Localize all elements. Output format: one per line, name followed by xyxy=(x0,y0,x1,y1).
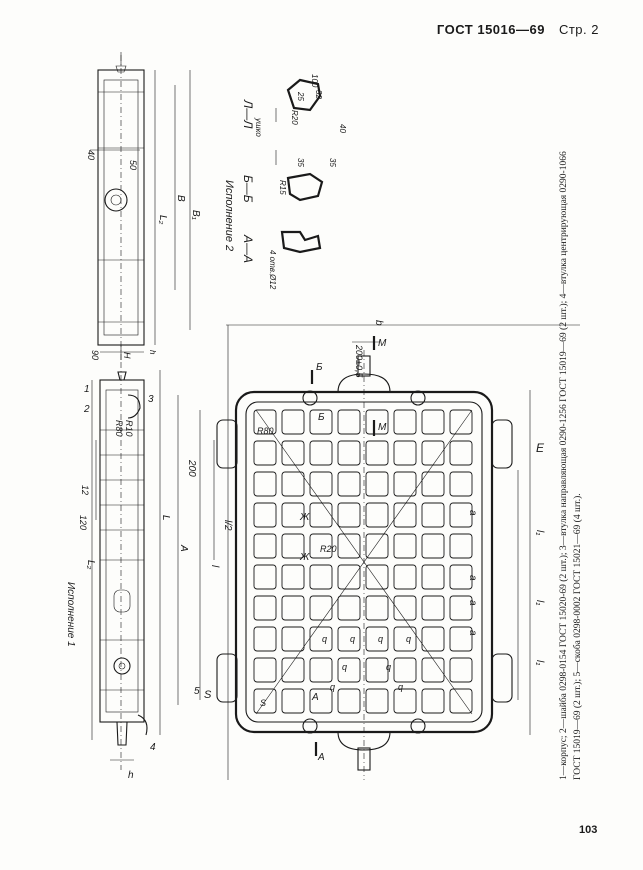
plan-dim-200: 200 xyxy=(186,459,197,477)
dim-b1-top: B₁ xyxy=(190,210,201,220)
part-number-1: 1 xyxy=(84,384,90,395)
standard-number: ГОСТ 15016—69 xyxy=(436,22,545,37)
hole-note: 4 отв.Ø12 xyxy=(268,250,277,290)
page-label: Стр. 2 xyxy=(558,22,599,37)
section-details: Исполнение 2 А—А Б—Б Л—Л ушко 4 отв.Ø12 … xyxy=(223,74,347,290)
dim-r10-left: R10 xyxy=(124,420,134,437)
dim-40-top: 40 xyxy=(86,150,96,160)
dim-40-sec: 40 xyxy=(338,124,347,133)
plan-s-marker: S xyxy=(204,689,212,701)
plan-dim-q-4: q xyxy=(406,634,411,644)
part-number-3: 3 xyxy=(148,394,154,405)
handle-right-bottom xyxy=(491,653,513,703)
top-pin xyxy=(117,371,127,381)
plan-dim-a-1: a xyxy=(467,510,478,516)
dim-a-left: A xyxy=(178,544,189,552)
side-view-inner xyxy=(103,79,139,336)
section-bb-profile xyxy=(286,172,324,202)
cell-grid xyxy=(253,409,473,714)
variant1-title: Исполнение 1 xyxy=(65,582,76,647)
caption-block: 1—корпус; 2—шайба 0298-0154 ГОСТ 15020-6… xyxy=(558,151,583,780)
plan-dim-q-6: q xyxy=(386,662,391,672)
dim-l-left: L xyxy=(160,515,171,521)
caption-line-1: 1—корпус; 2—шайба 0298-0154 ГОСТ 15020-6… xyxy=(558,151,569,780)
dim-90-left: 90 xyxy=(90,350,100,360)
section-ll-profile xyxy=(286,78,322,112)
plan-r80: R80 xyxy=(257,426,274,436)
marker-a-bottom: А xyxy=(317,752,325,763)
plan-dim-a-3: a xyxy=(467,600,478,606)
plan-dim-l: l xyxy=(209,565,220,568)
marker-m-upper: М xyxy=(378,422,387,433)
dim-100-sec: 100 xyxy=(310,74,319,88)
dim-h-top: H xyxy=(122,352,132,359)
marker-m-top: М xyxy=(378,338,387,349)
plan-s1: S xyxy=(260,698,266,708)
washer-profile xyxy=(127,394,141,419)
dim-12-left: 12 xyxy=(80,485,90,495)
marker-zh-2: Ж xyxy=(299,552,310,563)
eye-note: ушко xyxy=(254,117,263,137)
dim-b-top: B xyxy=(175,195,186,202)
part-number-4: 4 xyxy=(150,742,156,753)
dim-r80-left: R80 xyxy=(114,420,124,437)
dim-120-left: 120 xyxy=(78,515,88,530)
plan-dim-q-1: q xyxy=(322,634,327,644)
marker-b-inner: Б xyxy=(318,412,325,423)
plan-dim-l1-c: l₁ xyxy=(534,660,545,665)
handle-left-top xyxy=(216,419,238,469)
part-number-2: 2 xyxy=(83,404,90,415)
plan-r20: R20 xyxy=(320,544,337,554)
marker-zh-1: Ж xyxy=(299,512,310,523)
bushing-circle xyxy=(104,188,128,212)
plan-dim-q-2: q xyxy=(350,634,355,644)
caption-line-2: ГОСТ 15019—69 (2 шт.); 5—скоба 0298-0002… xyxy=(572,493,583,780)
handle-left-bottom xyxy=(216,653,238,703)
dim-r15-sec: R15 xyxy=(278,180,287,195)
dim-50-top: 50 xyxy=(128,160,138,170)
section-aa-label: А—А xyxy=(241,234,255,263)
plan-dim-l1-a: l₁ xyxy=(534,530,545,535)
plan-view: Б М М Ж Ж А А Б Е R80 R20 S S 200 l xyxy=(186,320,580,780)
plan-dim-b-upper: b xyxy=(373,320,384,326)
dim-35-sec: 35 xyxy=(296,158,305,167)
plan-dim-q-7: q xyxy=(330,682,335,692)
marker-b-top: Б xyxy=(316,362,323,373)
page-number: 103 xyxy=(579,824,598,836)
plan-dim-a-2: a xyxy=(467,575,478,581)
variant2-title: Исполнение 2 xyxy=(223,180,235,251)
boss-top xyxy=(337,373,391,393)
plan-dim-q-5: q xyxy=(342,662,347,672)
plan-dim-q-8: q xyxy=(398,682,403,692)
dim-35-sec-b: 35 xyxy=(328,158,337,167)
side-view-left: L₂ L A 120 12 90 R80 R10 Исполнение 1 1 … xyxy=(65,350,200,781)
marker-e: Е xyxy=(536,441,545,455)
side-view-top: L₂ B B₁ 40 50 H h xyxy=(86,52,201,360)
plan-dim-q-3: q xyxy=(378,634,383,644)
plan-dim-l-half: l/2 xyxy=(222,520,233,531)
plan-dim-200-05: 200±0,5 xyxy=(354,344,364,378)
bottom-pin xyxy=(116,721,128,746)
section-aa-profile xyxy=(280,230,322,254)
handle-right-top xyxy=(491,419,513,469)
dim-h-small: h xyxy=(148,350,157,355)
part-number-5: 5 xyxy=(194,686,200,697)
plan-dim-l1-b: l₁ xyxy=(534,600,545,605)
dim-h-bottom: h xyxy=(128,770,134,781)
marker-a-inner: А xyxy=(311,692,319,703)
section-bb-label: Б—Б xyxy=(241,175,255,203)
dim-l2-left: L₂ xyxy=(85,560,96,570)
dim-32-sec: 32 xyxy=(314,90,323,99)
page-header: ГОСТ 15016—69 Стр. 2 xyxy=(437,22,599,37)
dim-l2-top: L₂ xyxy=(157,215,168,225)
dim-r20-sec: R20 xyxy=(290,110,299,125)
dim-25-sec: 25 xyxy=(296,91,305,101)
section-ll-label: Л—Л xyxy=(241,99,255,129)
plan-dim-a-4: a xyxy=(467,630,478,636)
